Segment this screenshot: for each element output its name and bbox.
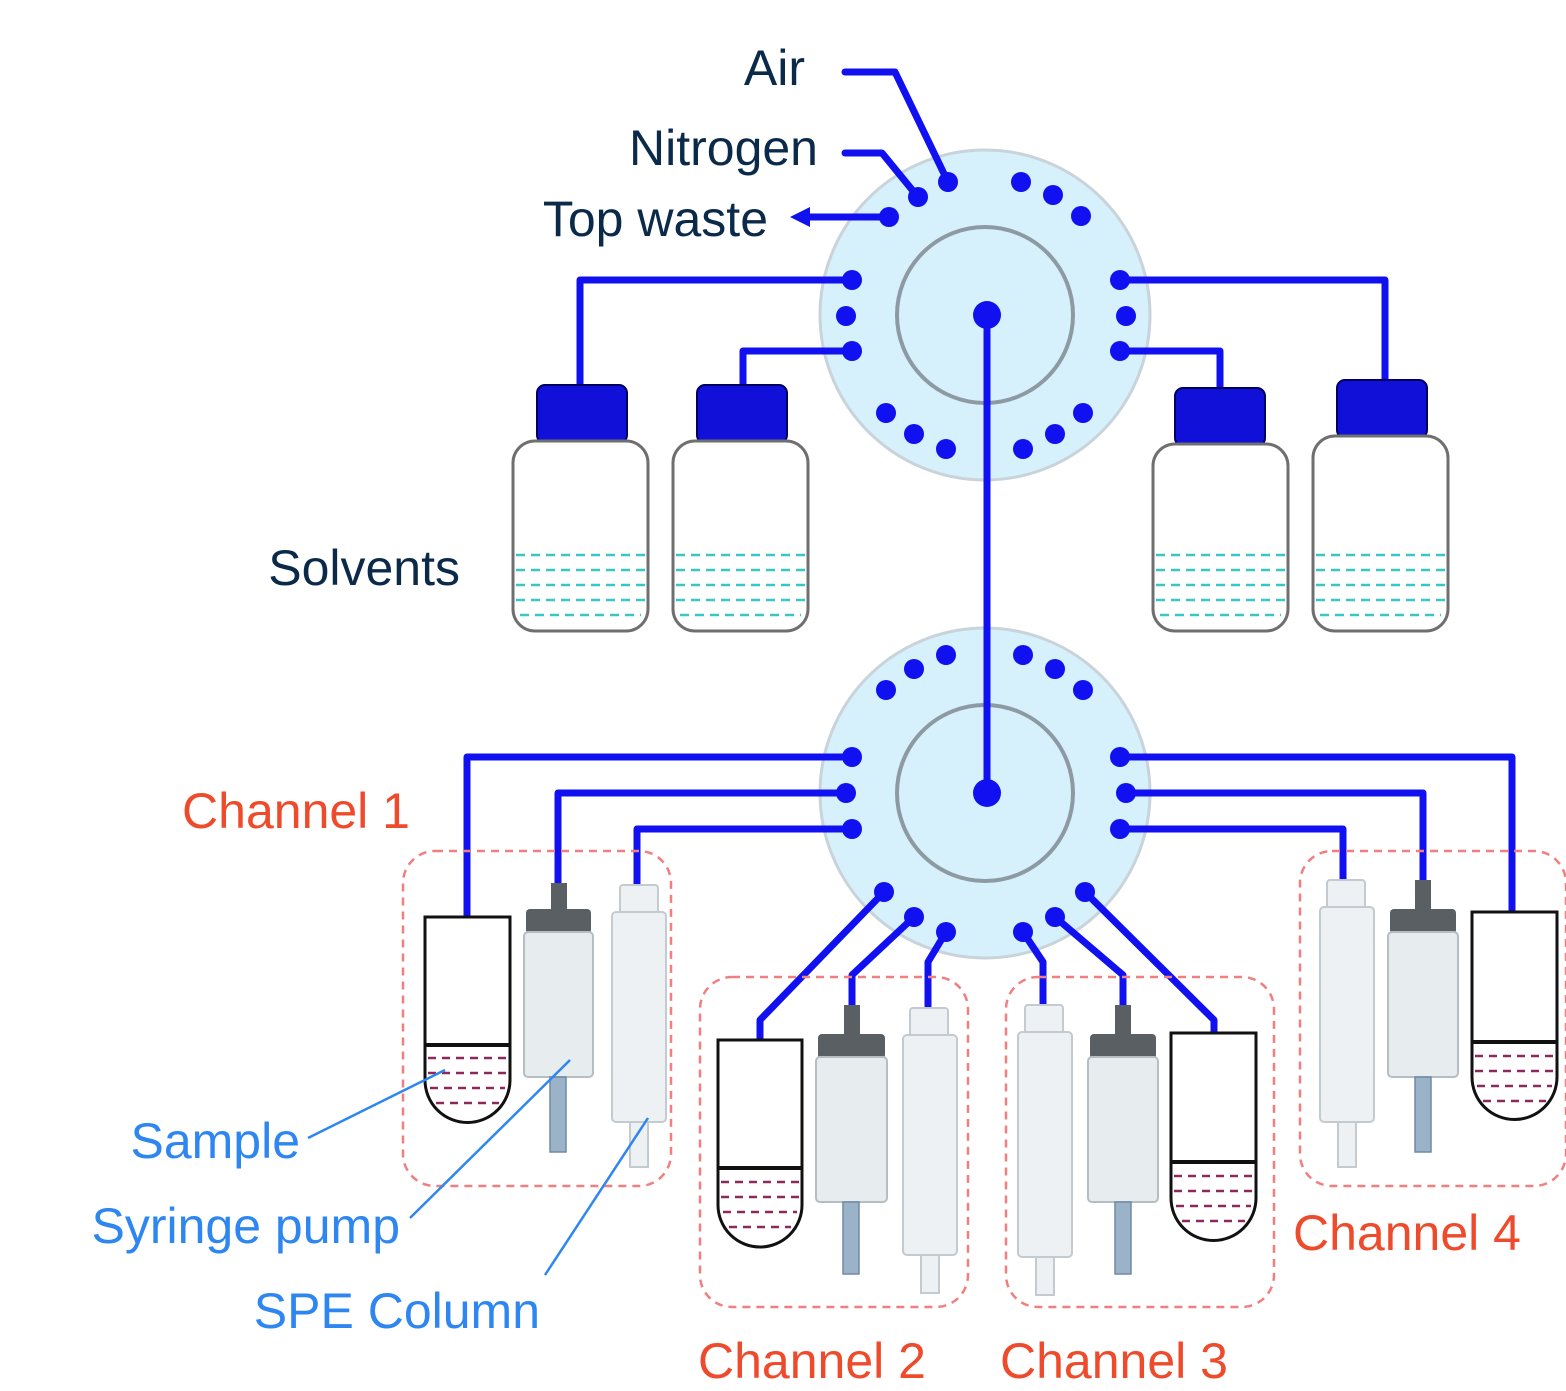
channel-3-label: Channel 3 <box>1000 1333 1228 1389</box>
tubing <box>463 68 1516 1044</box>
ch4-syringe-pump <box>1387 880 1459 1153</box>
channel-3-box <box>1004 975 1276 1309</box>
channel-2-box <box>698 975 970 1309</box>
ch4-sample-tube <box>1116 753 1516 916</box>
ch2-syringe-pump <box>815 1005 888 1275</box>
channel-1-label: Channel 1 <box>182 783 410 839</box>
ch3-sample-vessel <box>1169 1031 1258 1242</box>
solvent-bottle-3 <box>1151 387 1290 633</box>
nitrogen-tube <box>841 149 922 201</box>
ch3-sample-tube <box>1081 888 1218 1044</box>
ch1-spe-tube <box>633 825 856 889</box>
channel-1-components <box>423 883 667 1168</box>
solvent-bottle-1 <box>511 384 650 633</box>
solvent-bottles <box>511 379 1450 633</box>
channel-4-label: Channel 4 <box>1293 1205 1521 1261</box>
ch1-syringe-pump <box>523 883 594 1153</box>
ch1-sample-tube <box>463 753 856 919</box>
top-waste-label: Top waste <box>543 191 768 247</box>
ch2-spe-column <box>902 1007 958 1294</box>
channel-2-label: Channel 2 <box>698 1333 926 1389</box>
ch3-syringe-pump <box>1087 1005 1159 1275</box>
channel-3-components <box>1017 1004 1258 1296</box>
ch2-spe-tube <box>924 928 950 1014</box>
channel-1-box <box>401 849 673 1188</box>
spe-column-leader <box>543 1117 650 1276</box>
ch4-sample-vessel <box>1470 910 1559 1121</box>
channel-2-components <box>716 1005 958 1294</box>
solvent-bottle-2 <box>671 384 810 633</box>
solvents-label: Solvents <box>268 540 460 596</box>
air-label: Air <box>744 40 805 96</box>
ch2-pump-tube <box>848 913 918 1009</box>
solvent-tube-3 <box>1116 347 1224 394</box>
ch1-sample-vessel <box>423 915 512 1124</box>
ch4-spe-column <box>1319 879 1375 1168</box>
channel-4-box <box>1298 849 1566 1188</box>
syringe-pump-label: Syringe pump <box>92 1198 401 1254</box>
air-tube <box>841 68 952 186</box>
ch2-sample-vessel <box>716 1038 804 1249</box>
sample-leader <box>307 1068 446 1140</box>
ch4-spe-tube <box>1116 825 1347 884</box>
spe-column-label: SPE Column <box>254 1283 540 1339</box>
ch1-pump-tube <box>554 789 850 887</box>
solvent-tube-4 <box>1116 276 1389 387</box>
channel-4-components <box>1319 879 1559 1168</box>
nitrogen-label: Nitrogen <box>629 120 818 176</box>
leader-lines <box>307 1059 650 1276</box>
arrow-left-icon <box>790 207 810 227</box>
syringe-pump-leader <box>409 1059 571 1219</box>
solvent-tube-1 <box>576 276 856 392</box>
ch3-spe-column <box>1017 1004 1073 1296</box>
solvent-tube-2 <box>739 347 856 392</box>
ch2-sample-tube <box>756 888 888 1044</box>
ch3-spe-tube <box>1019 928 1047 1009</box>
ch1-spe-column <box>611 884 667 1168</box>
solvent-bottle-4 <box>1311 379 1450 633</box>
ch4-pump-tube <box>1122 789 1427 884</box>
ch3-pump-tube <box>1051 913 1127 1009</box>
sample-label: Sample <box>130 1113 300 1169</box>
